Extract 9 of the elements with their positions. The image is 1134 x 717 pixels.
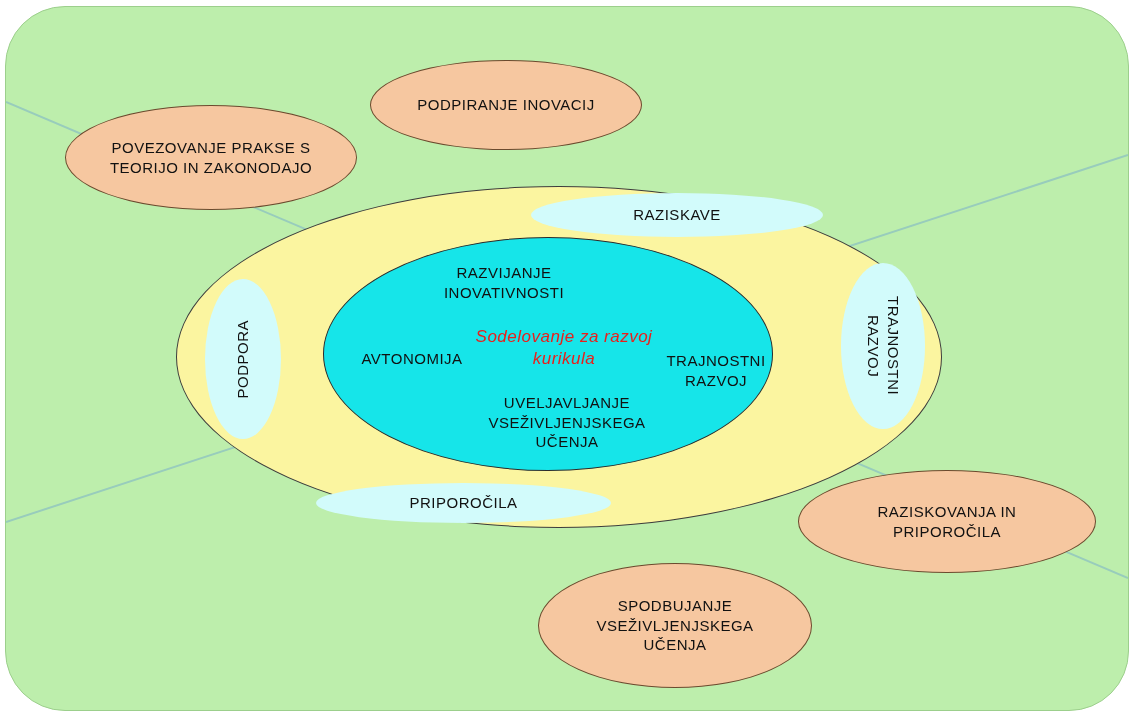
node-text: UVELJAVLJANJE VSEŽIVLJENJSKEGA UČENJA bbox=[487, 392, 647, 452]
ellipse: RAZISKAVE bbox=[531, 193, 823, 237]
ellipse: PRIPOROČILA bbox=[316, 483, 611, 523]
node-text: AVTONOMIJA bbox=[360, 349, 464, 369]
ellipse: PODPORA bbox=[205, 279, 281, 439]
ellipse: TRAJNOSTNI RAZVOJ bbox=[841, 263, 925, 429]
node-text: TRAJNOSTNI RAZVOJ bbox=[665, 350, 767, 390]
heading-text: RAZVIJANJE INOVATIVNOSTI bbox=[442, 262, 566, 302]
center-title: Sodelovanje za razvoj kurikula bbox=[474, 325, 654, 370]
